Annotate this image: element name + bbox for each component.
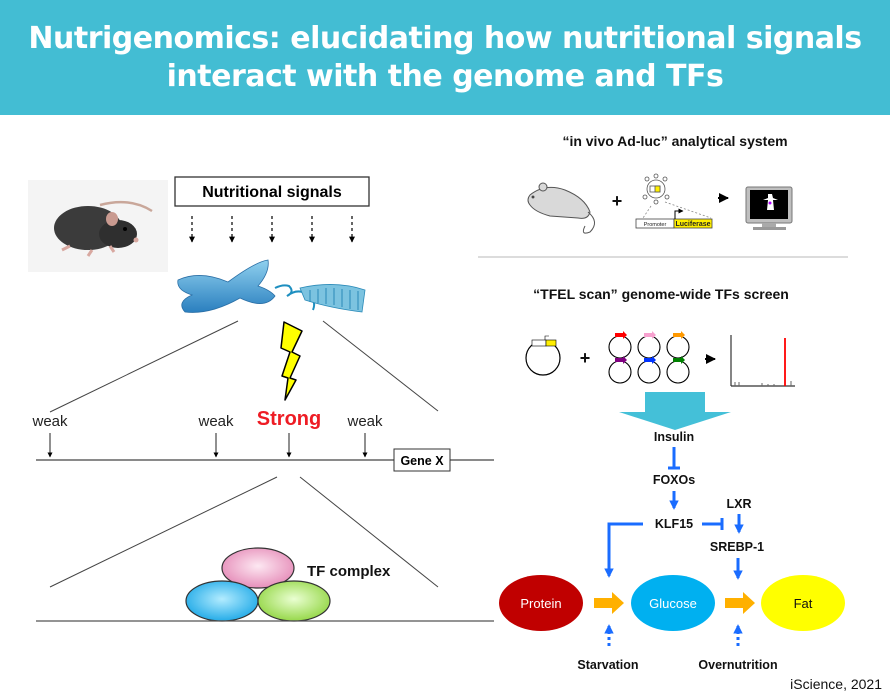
big-down-arrow	[619, 392, 731, 430]
citation: iScience, 2021	[790, 676, 882, 692]
gene-x-label: Gene X	[400, 454, 444, 468]
foxos-label: FOXOs	[653, 473, 695, 487]
tf-complex	[185, 547, 331, 622]
tf-insert-arrow	[615, 356, 627, 364]
imaging-monitor-icon	[745, 186, 793, 230]
tf-protein-green	[257, 580, 331, 622]
tf-plasmid-icon	[608, 331, 632, 359]
lab-mouse-icon	[527, 182, 595, 234]
reporter-plasmid-icon	[525, 335, 561, 376]
fat-node	[761, 575, 845, 631]
binding-arrows	[47, 433, 368, 458]
adenovirus-icon	[642, 173, 670, 205]
starvation-label: Starvation	[577, 658, 638, 672]
protein-to-glucose-arrow	[594, 592, 624, 614]
tf-plasmid-icon	[666, 356, 690, 384]
title-line-1: Nutrigenomics: elucidating how nutrition…	[28, 20, 862, 56]
chromosome-illustration	[177, 259, 366, 313]
nutritional-signals-label: Nutritional signals	[202, 184, 342, 201]
insulin-label: Insulin	[654, 430, 694, 444]
zoom-line-left	[49, 320, 239, 413]
lightning-bolt-icon	[280, 321, 303, 401]
tfel-plus: +	[580, 348, 591, 368]
klf15-inhibits-srebp1	[702, 518, 724, 530]
fat-label: Fat	[794, 596, 813, 611]
title-banner: Nutrigenomics: elucidating how nutrition…	[0, 0, 890, 115]
klf15-label: KLF15	[655, 517, 693, 531]
zoom-line-right	[322, 320, 439, 412]
binding-site-label: weak	[346, 413, 383, 430]
glucose-to-fat-arrow	[725, 592, 755, 614]
tf-plasmid-icon	[608, 356, 632, 384]
binding-site-label: weak	[197, 413, 234, 430]
binding-site-label: weak	[31, 413, 68, 430]
tf-plasmid-library	[608, 331, 690, 384]
tf-insert-arrow	[644, 356, 656, 364]
glucose-label: Glucose	[649, 596, 697, 611]
klf15-activates-gluconeogenesis	[604, 522, 643, 578]
lxr-label: LXR	[727, 497, 752, 511]
adluc-title: “in vivo Ad-luc” analytical system	[562, 133, 787, 149]
tf-plasmid-icon	[637, 356, 661, 384]
promoter-luciferase-construct	[635, 201, 713, 229]
tf-plasmid-icon	[666, 331, 690, 359]
overnutrition-label: Overnutrition	[698, 658, 777, 672]
promoter-label: Promoter	[644, 222, 667, 228]
adluc-plus: +	[612, 191, 623, 211]
tf-insert-arrow	[644, 331, 656, 339]
tf-protein-pink	[221, 547, 295, 589]
tf-protein-blue	[185, 580, 259, 622]
luciferase-label: Luciferase	[675, 221, 710, 228]
tf-plasmid-icon	[637, 331, 661, 359]
binding-site-strong-label: Strong	[257, 408, 321, 430]
tf-insert-arrow	[673, 331, 685, 339]
mouse-photo	[28, 180, 168, 272]
tf-insert-arrow	[615, 331, 627, 339]
gene-x-box	[393, 448, 451, 472]
glucose-node	[631, 575, 715, 631]
nutritional-signals-box	[174, 176, 370, 207]
srebp1-label: SREBP-1	[710, 540, 764, 554]
title-line-2: interact with the genome and TFs	[166, 58, 724, 94]
protein-label: Protein	[520, 596, 561, 611]
screen-result-chart	[730, 335, 795, 387]
signal-arrows	[189, 216, 355, 243]
tf-insert-arrow	[673, 356, 685, 364]
tf-complex-label: TF complex	[307, 563, 391, 580]
tfel-title: “TFEL scan” genome-wide TFs screen	[533, 286, 789, 302]
zoom-line-right-lower	[299, 476, 439, 588]
protein-node	[499, 575, 583, 631]
zoom-line-left-lower	[49, 476, 278, 588]
insulin-inhibits-foxos	[668, 447, 680, 470]
